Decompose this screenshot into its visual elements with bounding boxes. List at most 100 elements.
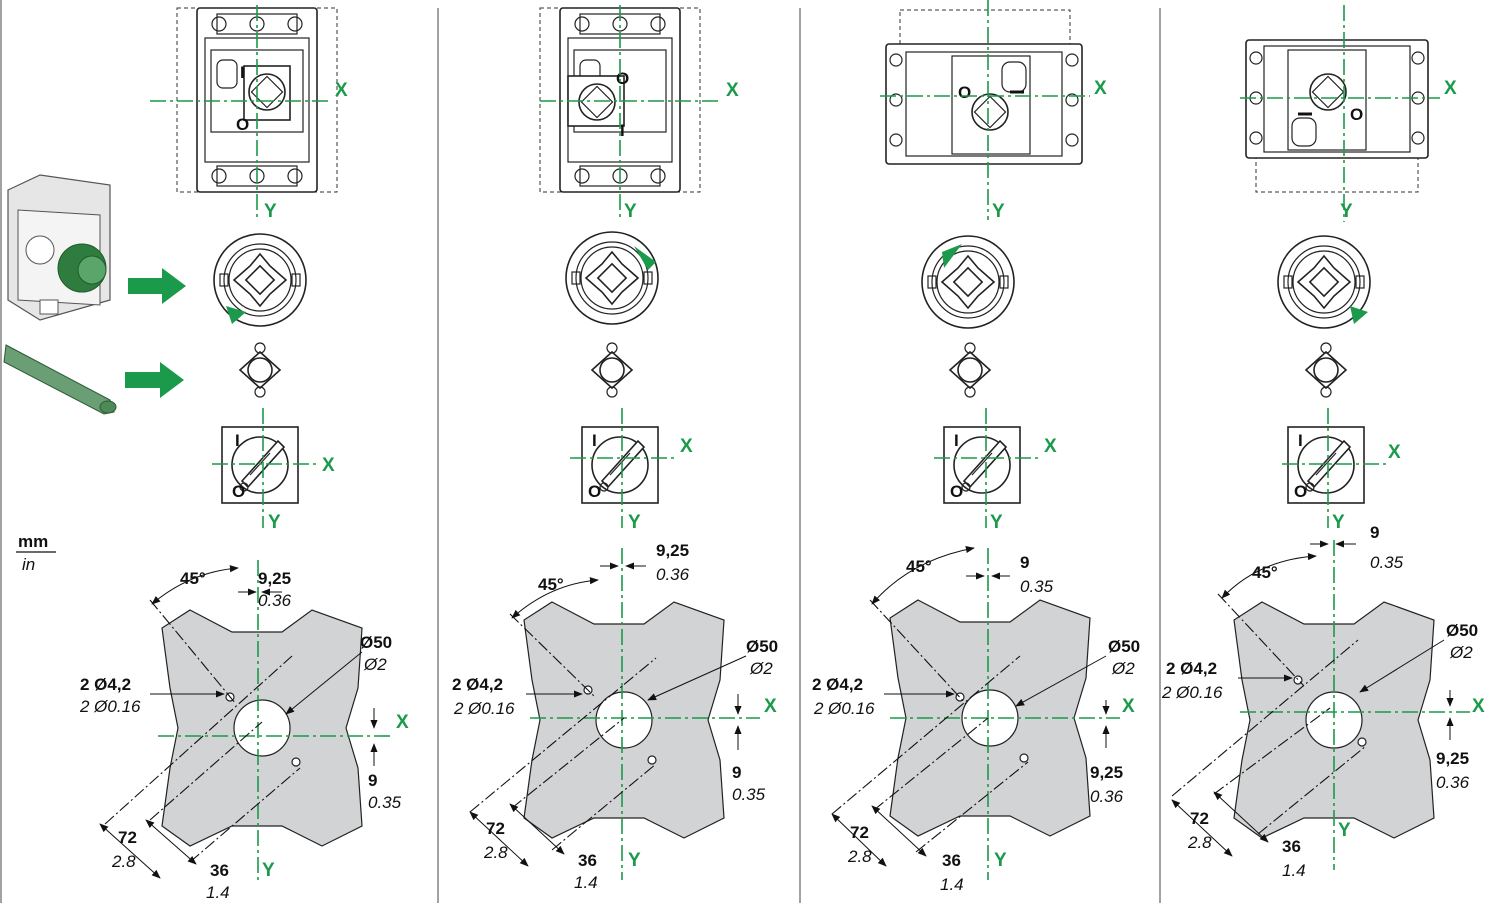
fixing-holes-mm: 2 Ø4,2 bbox=[1166, 659, 1217, 678]
switch-off-label: O bbox=[616, 69, 629, 88]
axis-x-label: X bbox=[1044, 436, 1057, 457]
panel-2: O I X Y I O X Y X Y 45° 9,25 0.36 Ø50 Ø2 bbox=[452, 5, 778, 892]
dimension-36-mm: 36 bbox=[210, 861, 229, 880]
offset-top-in: 0.35 bbox=[1370, 553, 1404, 572]
switch-off-label: O bbox=[950, 482, 963, 501]
dimension-72-in: 2.8 bbox=[111, 852, 136, 871]
axis-x-label: X bbox=[1472, 696, 1485, 717]
dimension-72-in: 2.8 bbox=[483, 843, 508, 862]
axis-x-label: X bbox=[1388, 442, 1401, 463]
axis-x-label: X bbox=[764, 696, 777, 717]
axis-y-label: Y bbox=[264, 201, 277, 222]
dimension-36-in: 1.4 bbox=[940, 875, 964, 894]
dimension-72-mm: 72 bbox=[1190, 809, 1209, 828]
dimension-36-in: 1.4 bbox=[206, 883, 230, 902]
unit-primary: mm bbox=[18, 532, 48, 551]
hole-diameter-in: Ø2 bbox=[1449, 643, 1473, 662]
fixing-holes-in: 2 Ø0.16 bbox=[813, 699, 875, 718]
offset-top-mm: 9 bbox=[1020, 553, 1029, 572]
unit-secondary: in bbox=[22, 555, 35, 574]
angle-label: 45° bbox=[538, 575, 564, 594]
offset-top-mm: 9,25 bbox=[656, 541, 689, 560]
axis-y-label: Y bbox=[1340, 201, 1353, 222]
switch-off-label: O bbox=[1350, 105, 1363, 124]
axis-x-label: X bbox=[1444, 78, 1457, 99]
dimension-72-mm: 72 bbox=[118, 828, 137, 847]
switch-off-label: O bbox=[236, 115, 249, 134]
angle-label: 45° bbox=[906, 557, 932, 576]
axis-y-label: Y bbox=[994, 850, 1007, 871]
switch-on-label: I bbox=[954, 431, 959, 450]
unit-legend: mm in bbox=[16, 532, 56, 574]
panel-1: I O X Y I O X Y X Y 45° 9,25 0.36 Ø50 Ø2 bbox=[79, 5, 409, 902]
offset-side-mm: 9 bbox=[368, 771, 377, 790]
fixing-holes-in: 2 Ø0.16 bbox=[79, 697, 141, 716]
axis-x-label: X bbox=[726, 80, 739, 101]
axis-y-label: Y bbox=[992, 201, 1005, 222]
offset-top-in: 0.36 bbox=[656, 565, 690, 584]
dimension-36-in: 1.4 bbox=[574, 873, 598, 892]
offset-top-in: 0.36 bbox=[258, 591, 292, 610]
switch-on-label: I bbox=[592, 431, 597, 450]
triangle-marker-icon bbox=[226, 306, 246, 324]
arrow-right-icon bbox=[128, 268, 186, 304]
offset-side-mm: 9 bbox=[732, 763, 741, 782]
hole-diameter-in: Ø2 bbox=[749, 659, 773, 678]
hole-diameter-mm: Ø50 bbox=[360, 633, 392, 652]
fixing-holes-mm: 2 Ø4,2 bbox=[812, 675, 863, 694]
axis-x-label: X bbox=[335, 80, 348, 101]
switch-on-label: I bbox=[240, 63, 245, 82]
switch-off-label: O bbox=[232, 482, 245, 501]
switch-on-label: I bbox=[235, 431, 240, 450]
dimension-72-mm: 72 bbox=[486, 819, 505, 838]
switch-on-label: I bbox=[1298, 431, 1303, 450]
axis-x-label: X bbox=[396, 712, 409, 733]
dimension-36-mm: 36 bbox=[1282, 837, 1301, 856]
hole-diameter-mm: Ø50 bbox=[746, 637, 778, 656]
axis-x-label: X bbox=[1122, 696, 1135, 717]
triangle-marker-icon bbox=[942, 244, 962, 268]
axis-y-label: Y bbox=[1338, 820, 1351, 841]
dimension-36-mm: 36 bbox=[942, 851, 961, 870]
switch-off-label: O bbox=[588, 482, 601, 501]
switch-on-label: I bbox=[620, 121, 625, 140]
axis-x-label: X bbox=[322, 455, 335, 476]
offset-side-mm: 9,25 bbox=[1436, 749, 1469, 768]
switch-off-label: O bbox=[1294, 482, 1307, 501]
axis-y-label: Y bbox=[628, 850, 641, 871]
hole-diameter-in: Ø2 bbox=[1111, 659, 1135, 678]
fixing-holes-in: 2 Ø0.16 bbox=[1161, 683, 1223, 702]
triangle-marker-icon bbox=[634, 246, 656, 270]
offset-side-in: 0.35 bbox=[732, 785, 766, 804]
triangle-marker-icon bbox=[1350, 306, 1368, 324]
arrow-right-icon bbox=[125, 362, 184, 398]
offset-side-in: 0.36 bbox=[1090, 787, 1124, 806]
switch-off-label: O bbox=[958, 83, 971, 102]
offset-top-mm: 9,25 bbox=[258, 569, 291, 588]
axis-y-label: Y bbox=[624, 201, 637, 222]
offset-side-mm: 9,25 bbox=[1090, 763, 1123, 782]
dimension-72-in: 2.8 bbox=[1187, 833, 1212, 852]
rotary-handle-accessory-illustration bbox=[7, 174, 111, 321]
axis-y-label: Y bbox=[990, 512, 1003, 533]
dimension-72-in: 2.8 bbox=[847, 847, 872, 866]
axis-y-label: Y bbox=[1332, 512, 1345, 533]
dimension-72-mm: 72 bbox=[850, 823, 869, 842]
axis-y-label: Y bbox=[262, 860, 275, 881]
hole-diameter-in: Ø2 bbox=[363, 655, 387, 674]
panel-4: O X Y I O X Y X Y 45° 9 0.35 Ø50 Ø2 bbox=[1161, 5, 1485, 880]
fixing-holes-mm: 2 Ø4,2 bbox=[452, 675, 503, 694]
fixing-holes-mm: 2 Ø4,2 bbox=[80, 675, 131, 694]
axis-y-label: Y bbox=[628, 512, 641, 533]
axis-x-label: X bbox=[680, 436, 693, 457]
fixing-holes-in: 2 Ø0.16 bbox=[453, 699, 515, 718]
hole-diameter-mm: Ø50 bbox=[1446, 621, 1478, 640]
offset-top-in: 0.35 bbox=[1020, 577, 1054, 596]
angle-label: 45° bbox=[1252, 563, 1278, 582]
screwdriver-illustration bbox=[3, 344, 117, 415]
offset-side-in: 0.35 bbox=[368, 793, 402, 812]
panel-3: O X Y I O X Y X Y 45° 9 0.35 Ø50 Ø2 bbox=[812, 0, 1140, 894]
offset-top-mm: 9 bbox=[1370, 523, 1379, 542]
hole-diameter-mm: Ø50 bbox=[1108, 637, 1140, 656]
